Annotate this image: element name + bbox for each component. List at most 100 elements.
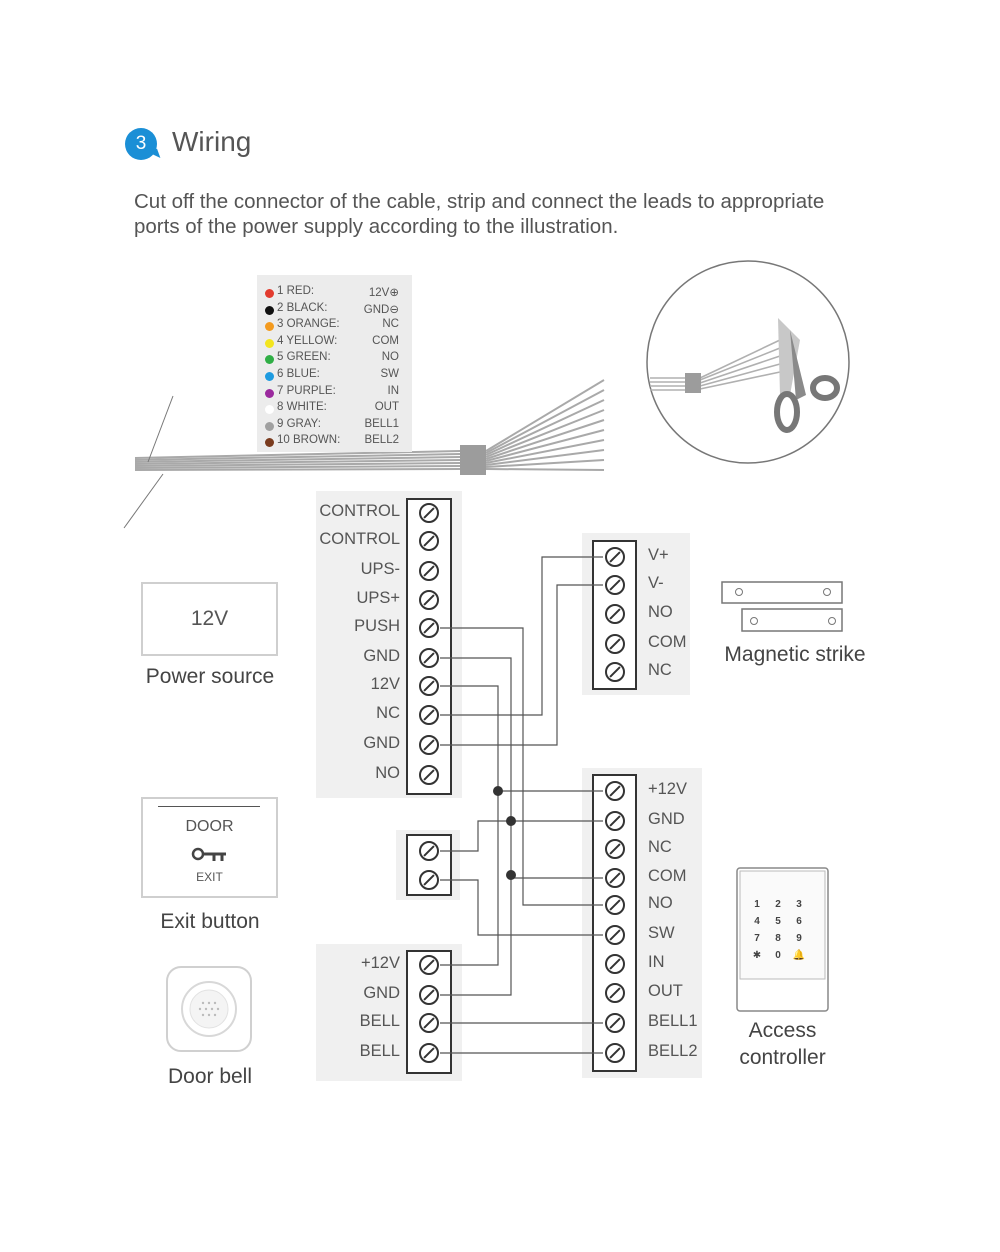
- terminal-label: +12V: [648, 780, 687, 798]
- terminal-screw: [419, 955, 439, 975]
- terminal-label: NC: [648, 661, 672, 679]
- keypad-key: 1: [754, 899, 760, 910]
- wire-signal: BELL2: [364, 434, 399, 447]
- terminal-screw: [604, 575, 625, 595]
- keypad-key: ✱: [752, 950, 762, 961]
- terminal-screw: [604, 839, 625, 859]
- terminal-screw: [604, 1013, 625, 1033]
- wire-color-name: 5 GREEN:: [277, 351, 331, 364]
- exit-button-divider: [158, 806, 260, 807]
- legend-row: 10 BROWN: BELL2: [265, 433, 399, 450]
- terminal-label: BELL: [359, 1012, 400, 1030]
- terminal-screw: [419, 705, 439, 725]
- terminal-screw: [419, 531, 439, 551]
- terminal-screw: [419, 1013, 439, 1033]
- legend-row: 3 ORANGE: NC: [265, 317, 399, 334]
- keypad-key: 4: [754, 916, 760, 927]
- terminal-screw: [419, 618, 439, 638]
- power-source-label: 12V: [190, 607, 229, 630]
- lock-terminal-strip: [592, 540, 637, 690]
- terminal-label: NO: [375, 764, 400, 782]
- terminal-screw: [419, 765, 439, 785]
- wire-signal: IN: [387, 384, 400, 397]
- terminal-label: GND: [363, 734, 400, 752]
- wire-color-dot: [265, 405, 274, 415]
- terminal-label: NO: [648, 603, 673, 621]
- terminal-screw: [419, 503, 439, 523]
- legend-row: 4 YELLOW:COM: [265, 334, 399, 351]
- access-controller-caption-line-2: controller: [739, 1046, 826, 1069]
- terminal-label: BELL1: [648, 1012, 698, 1030]
- step-badge: 3: [125, 128, 157, 160]
- wire-color-dot: [265, 289, 274, 298]
- legend-row: 1 RED: 12V⊕: [265, 284, 399, 301]
- terminal-screw: [604, 925, 625, 945]
- wire-signal: 12V⊕: [368, 287, 399, 299]
- wire-color-name: 6 BLUE:: [277, 368, 320, 380]
- legend-row: 9 GRAY:BELL1: [265, 417, 399, 434]
- terminal-label: SW: [648, 924, 675, 942]
- controller-terminal-strip: [592, 774, 637, 1072]
- intro-line-2: ports of the power supply according to t…: [134, 215, 619, 238]
- terminal-label: NO: [648, 894, 673, 912]
- legend-row: 6 BLUE:SW: [265, 367, 399, 384]
- terminal-screw: [604, 781, 625, 801]
- terminal-label: COM: [648, 633, 687, 651]
- wire-signal: COM: [372, 334, 399, 347]
- wire-color-name: 3 ORANGE:: [277, 318, 340, 331]
- terminal-label: CONTROL: [319, 502, 400, 520]
- terminal-label: UPS+: [356, 589, 400, 607]
- exit-button-door-label: DOOR: [185, 818, 234, 835]
- exit-button-exit-label: EXIT: [196, 870, 223, 884]
- wire-color-name: 1 RED:: [277, 285, 315, 297]
- wire-color-dot: [265, 355, 274, 365]
- terminal-screw: [604, 547, 625, 567]
- terminal-screw: [419, 735, 439, 755]
- terminal-screw: [604, 634, 625, 654]
- power-source-box: [141, 582, 278, 656]
- terminal-screw: [604, 895, 625, 915]
- terminal-label: +12V: [361, 954, 400, 972]
- wire-signal: NO: [381, 351, 399, 364]
- wire-color-name: 9 GRAY:: [277, 417, 321, 430]
- terminal-screw: [419, 870, 439, 890]
- keypad-key: 3: [796, 899, 802, 910]
- legend-row: 2 BLACK:GND⊖: [265, 301, 399, 318]
- keypad-key: 7: [754, 933, 760, 944]
- terminal-label: CONTROL: [319, 530, 400, 548]
- access-controller-caption-line-1: Access: [748, 1019, 817, 1042]
- wire-signal: OUT: [374, 401, 399, 414]
- keypad-key: 8: [775, 933, 781, 944]
- wire-color-dot: [265, 388, 274, 398]
- page-title: Wiring: [172, 126, 252, 157]
- wire-signal: GND⊖: [363, 303, 399, 316]
- wire-signal: NC: [382, 318, 399, 331]
- terminal-screw: [604, 604, 625, 624]
- door-bell-caption: Door bell: [167, 1065, 253, 1088]
- wire-color-dot: [265, 322, 274, 332]
- keypad-key: 5: [775, 916, 781, 927]
- terminal-screw: [419, 841, 439, 861]
- terminal-screw: [604, 662, 625, 682]
- wire-color-dot: [265, 421, 274, 431]
- terminal-screw: [419, 590, 439, 610]
- terminal-label: V+: [648, 546, 669, 564]
- legend-row: 5 GREEN: NO: [265, 350, 399, 367]
- terminal-screw: [604, 868, 625, 888]
- terminal-label: NC: [376, 704, 400, 722]
- terminal-screw: [604, 811, 625, 831]
- terminal-screw: [604, 954, 625, 974]
- terminal-label: GND: [648, 810, 685, 828]
- terminal-screw: [419, 985, 439, 1005]
- keypad-key: 9: [796, 933, 802, 944]
- keypad-key: 0: [775, 950, 781, 961]
- wire-color-dot: [265, 372, 274, 381]
- keypad-key: 6: [796, 916, 802, 927]
- terminal-label: PUSH: [354, 617, 400, 635]
- wire-color-name: 10 BROWN:: [277, 434, 341, 447]
- legend-row: 8 WHITE:OUT: [265, 400, 399, 417]
- terminal-label: 12V: [370, 675, 400, 693]
- terminal-screw: [419, 648, 439, 668]
